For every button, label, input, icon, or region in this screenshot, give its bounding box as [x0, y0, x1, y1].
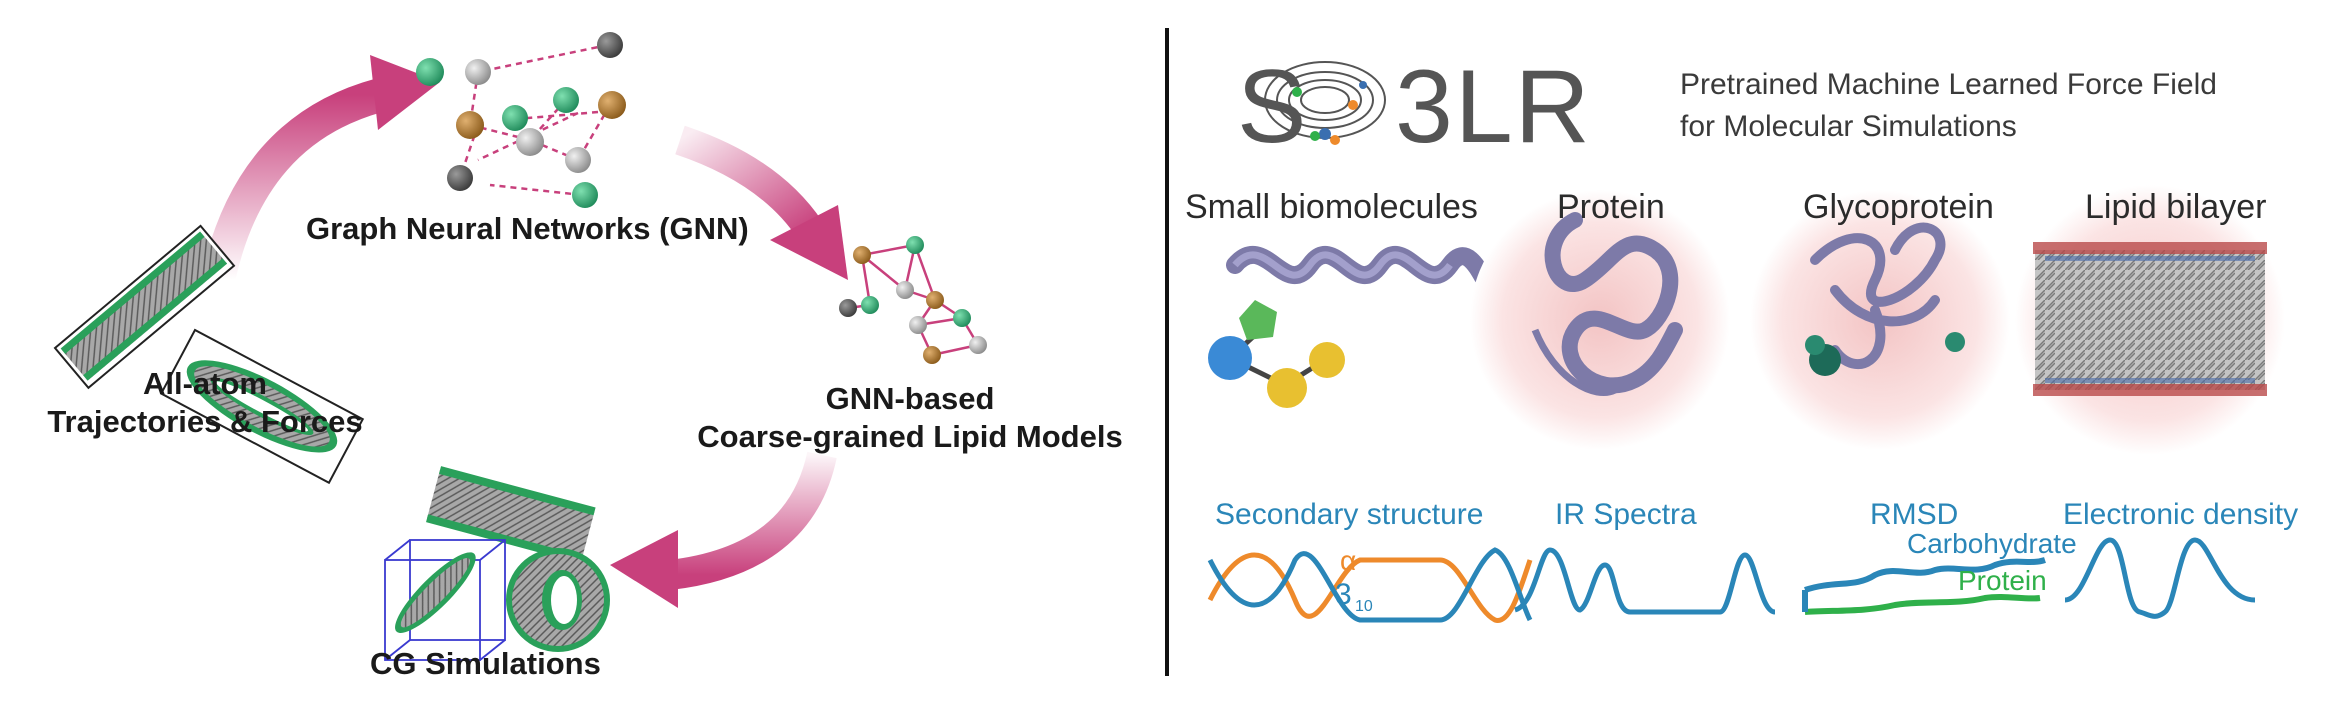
label-ten-subscript: 10 — [1355, 598, 1373, 615]
category-lipid-bilayer: Lipid bilayer — [2085, 188, 2267, 226]
tagline-line2: for Molecular Simulations — [1680, 110, 2017, 143]
electronic-density-plot — [2064, 537, 2256, 619]
gnn-workflow-graphic — [53, 32, 987, 661]
caption-rmsd: RMSD — [1870, 498, 1959, 531]
caption-secondary-structure: Secondary structure — [1215, 498, 1484, 531]
arrow-to-cg-models — [675, 125, 848, 280]
caption-ir-spectra: IR Spectra — [1555, 498, 1697, 531]
all-atom-label-line2: Trajectories & Forces — [47, 404, 363, 439]
tagline-line1: Pretrained Machine Learned Force Field — [1680, 68, 2217, 101]
rmsd-plot — [1802, 557, 2046, 615]
left-panel: Graph Neural Networks (GNN) All-atom Tra… — [0, 0, 1160, 712]
all-atom-label-line1: All-atom — [143, 366, 267, 401]
arrow-to-gnn — [201, 55, 440, 284]
cg-model-label: GNN-based Coarse-grained Lipid Models — [660, 380, 1160, 456]
label-protein: Protein — [1958, 565, 2047, 596]
logo-letter-s: S — [1237, 49, 1309, 165]
arrow-to-cg-simulations — [610, 451, 837, 608]
lipid-bilayer-image — [2015, 185, 2285, 455]
label-three: 3 — [1335, 578, 1352, 611]
label-alpha: α — [1340, 545, 1357, 576]
category-glycoprotein: Glycoprotein — [1803, 188, 1994, 226]
cg-model-label-line1: GNN-based — [825, 381, 995, 416]
cg-model-graph-icon — [839, 236, 987, 364]
all-atom-label: All-atom Trajectories & Forces — [40, 365, 370, 441]
so3lr-graphic — [1207, 61, 2285, 623]
logo-text-3lr: 3LR — [1395, 49, 1592, 165]
label-carbohydrate: Carbohydrate — [1907, 528, 2077, 559]
category-protein: Protein — [1557, 188, 1665, 226]
ir-spectra-plot — [1513, 547, 1776, 615]
all-atom-membrane-image — [53, 224, 365, 485]
cg-simulation-image — [384, 466, 610, 661]
gnn-label: Graph Neural Networks (GNN) — [306, 211, 749, 246]
panel-divider — [1165, 28, 1169, 676]
small-biomolecule-image — [1208, 246, 1544, 408]
cg-simulations-label: CG Simulations — [370, 646, 601, 681]
cg-model-label-line2: Coarse-grained Lipid Models — [697, 419, 1123, 454]
gnn-nodes — [416, 32, 626, 208]
secondary-structure-plot — [1207, 547, 1533, 623]
protein-image — [1470, 190, 1730, 450]
caption-electronic-density: Electronic density — [2063, 498, 2299, 531]
right-panel: S 3LR Pretrained Machine Learned Force F… — [1175, 0, 2336, 712]
logo-orbit-icon — [1264, 61, 1386, 145]
glycoprotein-image — [1750, 190, 2010, 450]
category-small-biomolecules: Small biomolecules — [1185, 188, 1478, 226]
